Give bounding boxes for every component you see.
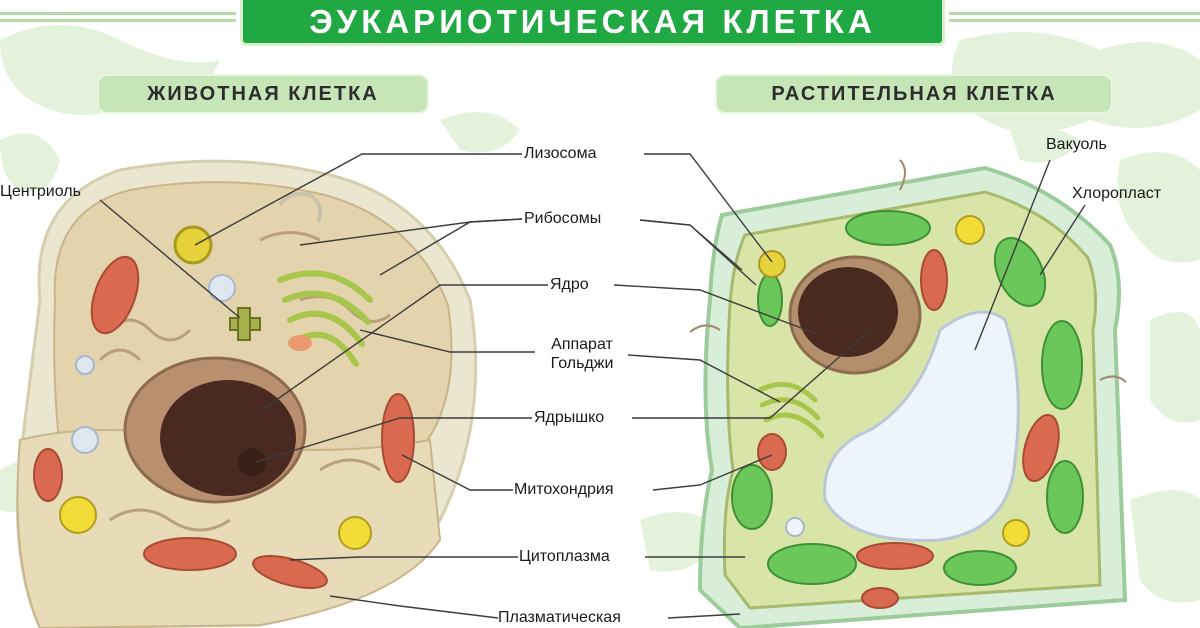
title-banner: ЭУКАРИОТИЧЕСКАЯ КЛЕТКА	[240, 0, 945, 46]
animal-vesicle	[71, 426, 99, 454]
animal-vesicle	[208, 274, 236, 302]
plant-plasmodesmata	[689, 159, 1127, 383]
animal-cell-heading: ЖИВОТНАЯ КЛЕТКА	[97, 74, 429, 114]
title-stripe-left	[0, 12, 236, 15]
animal-vesicle	[75, 355, 95, 375]
label-golgi-line2: Гольджи	[550, 355, 614, 372]
plant-nucleus	[798, 267, 898, 357]
animal-nucleolus	[238, 448, 266, 476]
plant-chloroplasts	[731, 210, 1084, 586]
plant-vesicle	[1002, 519, 1030, 547]
label-lysosome: Лизосома	[524, 145, 597, 162]
label-golgi-line1: Аппарат	[551, 336, 613, 353]
animal-centriole	[229, 307, 261, 341]
label-centriole: Центриоль	[0, 183, 81, 200]
animal-vesicle	[338, 516, 372, 550]
animal-vesicle	[288, 335, 312, 351]
title-stripe-right-2	[949, 19, 1200, 22]
label-chloroplast: Хлоропласт	[1072, 185, 1162, 202]
page-title: ЭУКАРИОТИЧЕСКАЯ КЛЕТКА	[309, 2, 876, 40]
label-nucleus: Ядро	[550, 276, 589, 293]
animal-cell	[16, 159, 478, 628]
plant-cell	[689, 159, 1128, 628]
label-ribosomes: Рибосомы	[524, 210, 602, 227]
animal-lysosome	[173, 225, 213, 265]
plant-lysosome	[758, 250, 786, 278]
label-nucleolus: Ядрышко	[534, 409, 605, 426]
title-stripe-left-2	[0, 19, 236, 22]
animal-nucleus	[160, 380, 296, 496]
label-golgi: Аппарат Гольджи	[536, 335, 628, 373]
title-stripe-right	[949, 12, 1200, 15]
plant-vacuole	[823, 310, 1020, 542]
plant-vesicle	[955, 215, 985, 245]
animal-cell-title: ЖИВОТНАЯ КЛЕТКА	[147, 82, 379, 105]
label-plasma-membrane: Плазматическая	[498, 609, 621, 626]
leader-lines	[99, 153, 1086, 619]
label-mitochondria: Митохондрия	[514, 481, 614, 498]
plant-vesicle	[785, 517, 805, 537]
label-vacuole: Вакуоль	[1046, 136, 1107, 153]
animal-vesicle	[59, 496, 97, 534]
plant-cell-title: РАСТИТЕЛЬНАЯ КЛЕТКА	[771, 82, 1057, 105]
label-cytoplasm: Цитоплазма	[519, 548, 610, 565]
animal-endocytosis	[278, 191, 323, 223]
plant-cell-heading: РАСТИТЕЛЬНАЯ КЛЕТКА	[715, 74, 1113, 114]
animal-mitochondria	[33, 255, 415, 589]
plant-mitochondria	[757, 249, 1060, 609]
